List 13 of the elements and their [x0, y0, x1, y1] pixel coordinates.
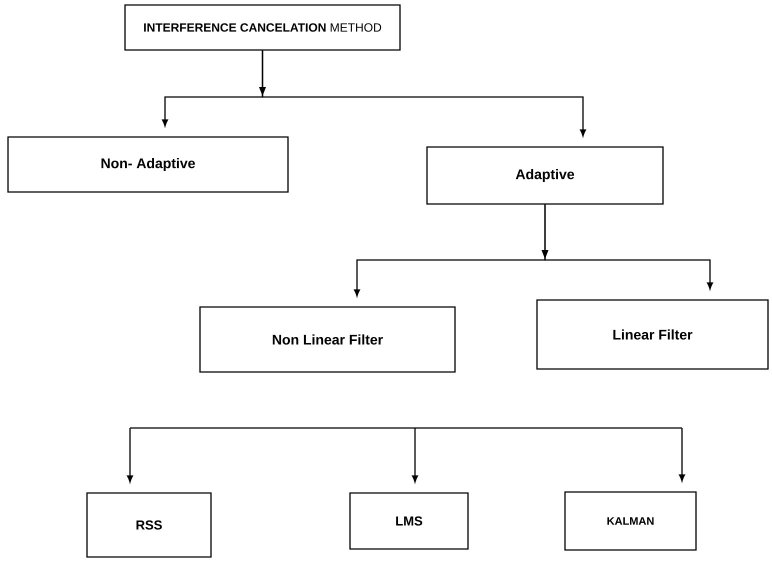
category-box: RSS: [86, 492, 212, 558]
arrow: [544, 204, 713, 290]
title-box: INTERFERENCE CANCELATION METHOD: [124, 4, 401, 51]
category-box: Non- Adaptive: [7, 136, 289, 193]
arrow: [412, 428, 418, 482]
category-box: LMS: [349, 492, 469, 550]
arrow: [679, 428, 685, 482]
category-box: Non Linear Filter: [199, 306, 456, 373]
category-box: Adaptive: [426, 146, 664, 205]
arrow: [127, 428, 133, 482]
arrow: [262, 50, 586, 136]
category-box: KALMAN: [564, 491, 697, 551]
category-box: Linear Filter: [536, 299, 769, 370]
